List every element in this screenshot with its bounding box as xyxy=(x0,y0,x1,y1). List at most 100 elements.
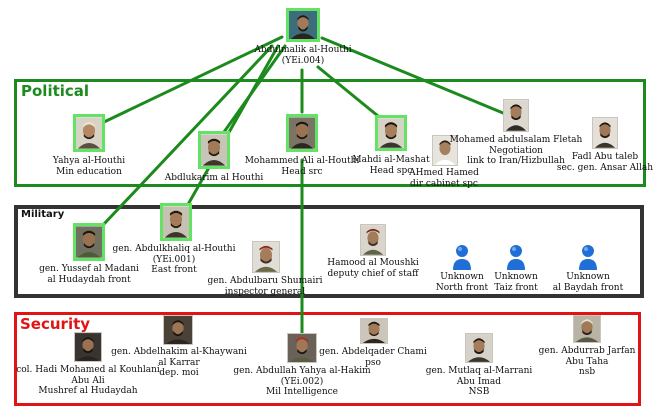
fadl-name: Fadl Abu taleb xyxy=(571,152,639,162)
portrait-icon xyxy=(433,136,457,165)
leader-photo xyxy=(286,8,320,42)
mohamed-abdulsalam-name: Mohamed abdulsalam Fletah xyxy=(449,135,583,145)
hamood-photo xyxy=(360,224,386,256)
mahdi-role: Head spc xyxy=(369,165,413,176)
mohamed-abdulsalam-role: Negotiation xyxy=(489,145,543,156)
mohamed-abdulsalam-note: link to Iran/Hizbullah xyxy=(467,156,565,166)
yahya-photo xyxy=(73,114,105,152)
yussef-label: gen. Yussef al Madani al Hudaydah front xyxy=(39,264,139,285)
hadi-photo xyxy=(74,332,102,362)
abdurrab-alias: Abu Taha xyxy=(565,356,609,367)
abdurrab-photo xyxy=(573,315,601,343)
mutlaq-role: NSB xyxy=(468,387,490,397)
portrait-icon xyxy=(76,117,102,149)
unknown-taiz-role: Taiz front xyxy=(494,282,538,293)
abdullah-role: Mil Intelligence xyxy=(265,387,339,397)
ahmed-hamed-name: AHmed Hamed xyxy=(409,168,479,178)
leader-id: (YEi.004) xyxy=(281,55,325,66)
mutlaq-alias: Abu Imad xyxy=(456,376,502,387)
military-group-title: Military xyxy=(21,209,65,220)
abdulkhaliq-photo xyxy=(160,203,192,241)
abdelhakim-alias: al Karrar xyxy=(158,357,200,368)
mutlaq-name: gen. Mutlaq al-Marrani xyxy=(425,366,533,376)
ahmed-hamed-role: dir cabinet spc xyxy=(410,178,478,189)
yahya-label: Yahya al-Houthi Min education xyxy=(53,156,125,177)
abdelhakim-name: gen. Abdelhakim al-Khaywani xyxy=(111,347,247,357)
portrait-icon xyxy=(289,11,317,39)
portrait-icon xyxy=(289,117,315,149)
abdelqader-role: pso xyxy=(365,357,381,368)
unknown-baydah-label: Unknown al Baydah front xyxy=(553,272,623,293)
portrait-icon xyxy=(164,316,192,344)
abdelqader-label: gen. Abdelqader Chami pso xyxy=(319,347,427,368)
portrait-icon xyxy=(378,118,404,148)
hadi-name: col. Hadi Mohamed al Kouhlani xyxy=(16,365,160,375)
hamood-role: deputy chief of staff xyxy=(327,268,419,279)
unknown-baydah-role: al Baydah front xyxy=(552,282,624,293)
security-group-box: Security xyxy=(14,312,641,406)
portrait-icon xyxy=(504,100,528,131)
hamood-label: Hamood al Moushki deputy chief of staff xyxy=(327,258,419,279)
abdurrab-label: gen. Abdurrab Jarfan Abu Taha nsb xyxy=(539,346,636,378)
portrait-icon xyxy=(466,334,492,362)
fadl-role: sec. gen. Ansar Allah xyxy=(556,162,654,173)
abdullah-label: gen. Abdullah Yahya al-Hakim (YEi.002) M… xyxy=(233,366,370,398)
unknown-taiz-label: Unknown Taiz front xyxy=(494,272,538,293)
mohammed-ali-photo xyxy=(286,114,318,152)
abdulbaru-role: inspector general xyxy=(224,286,306,297)
abdulbaru-name: gen. Abdulbaru Shumairi xyxy=(207,276,323,286)
yahya-role: Min education xyxy=(56,166,122,177)
mohammed-ali-label: Mohammed Ali al-Houthi Head src xyxy=(245,156,360,177)
mutlaq-label: gen. Mutlaq al-Marrani Abu Imad NSB xyxy=(426,366,533,398)
mahdi-label: Mahdi al-Mashat Head spc xyxy=(352,155,429,176)
portrait-icon xyxy=(361,225,385,255)
abdelhakim-label: gen. Abdelhakim al-Khaywani al Karrar de… xyxy=(111,347,247,379)
portrait-icon xyxy=(593,118,617,148)
fadl-photo xyxy=(592,117,618,149)
portrait-icon xyxy=(574,316,600,342)
mahdi-name: Mahdi al-Mashat xyxy=(352,155,430,165)
hadi-role: Mushref al Hudaydah xyxy=(38,386,138,396)
unknown-baydah-name: Unknown xyxy=(566,272,610,282)
mohamed-abdulsalam-label: Mohamed abdulsalam Fletah Negotiation li… xyxy=(450,135,583,167)
portrait-icon xyxy=(76,226,102,258)
mohammed-ali-role: Head src xyxy=(281,166,323,177)
yahya-name: Yahya al-Houthi xyxy=(52,156,126,166)
ahmed-hamed-label: AHmed Hamed dir cabinet spc xyxy=(409,168,479,189)
fadl-label: Fadl Abu taleb sec. gen. Ansar Allah xyxy=(557,152,653,173)
hadi-alias: Abu Ali xyxy=(71,375,105,386)
abdulbaru-photo xyxy=(252,241,280,273)
mutlaq-photo xyxy=(465,333,493,363)
unknown-north-name: Unknown xyxy=(440,272,484,282)
abdulkarim-photo xyxy=(198,131,230,169)
abdulkhaliq-id: (YEi.001) xyxy=(152,254,196,265)
abdelhakim-role: dep. moi xyxy=(159,368,199,378)
portrait-icon xyxy=(75,333,101,361)
unknown-taiz-name: Unknown xyxy=(494,272,538,282)
ahmed-hamed-photo xyxy=(432,135,458,166)
abdullah-name: gen. Abdullah Yahya al-Hakim xyxy=(233,366,371,376)
abdurrab-role: nsb xyxy=(578,367,596,377)
abdulbaru-label: gen. Abdulbaru Shumairi inspector genera… xyxy=(207,276,322,297)
abdulkhaliq-name: gen. Abdulkhaliq al-Houthi xyxy=(112,244,236,254)
abdullah-id: (YEi.002) xyxy=(280,376,324,387)
abdurrab-name: gen. Abdurrab Jarfan xyxy=(538,346,636,356)
military-group-box: Military xyxy=(14,205,644,298)
portrait-icon xyxy=(288,334,316,362)
yussef-role: al Hudaydah front xyxy=(47,274,131,285)
leader-label: Abdulmalik al-Houthi (YEi.004) xyxy=(254,45,351,66)
security-group-title: Security xyxy=(20,315,91,333)
portrait-icon xyxy=(253,242,279,272)
political-group-title: Political xyxy=(21,82,90,100)
portrait-icon xyxy=(163,206,189,238)
abdulkhaliq-role: East front xyxy=(151,265,197,275)
abdullah-photo xyxy=(287,333,317,363)
unknown-person-icon xyxy=(578,244,598,270)
mohammed-ali-name: Mohammed Ali al-Houthi xyxy=(244,156,360,166)
unknown-person-icon xyxy=(452,244,472,270)
unknown-north-label: Unknown North front xyxy=(436,272,488,293)
hadi-label: col. Hadi Mohamed al Kouhlani Abu Ali Mu… xyxy=(16,365,160,397)
unknown-north-role: North front xyxy=(435,282,489,293)
abdelqader-photo xyxy=(360,318,388,344)
yussef-photo xyxy=(73,223,105,261)
